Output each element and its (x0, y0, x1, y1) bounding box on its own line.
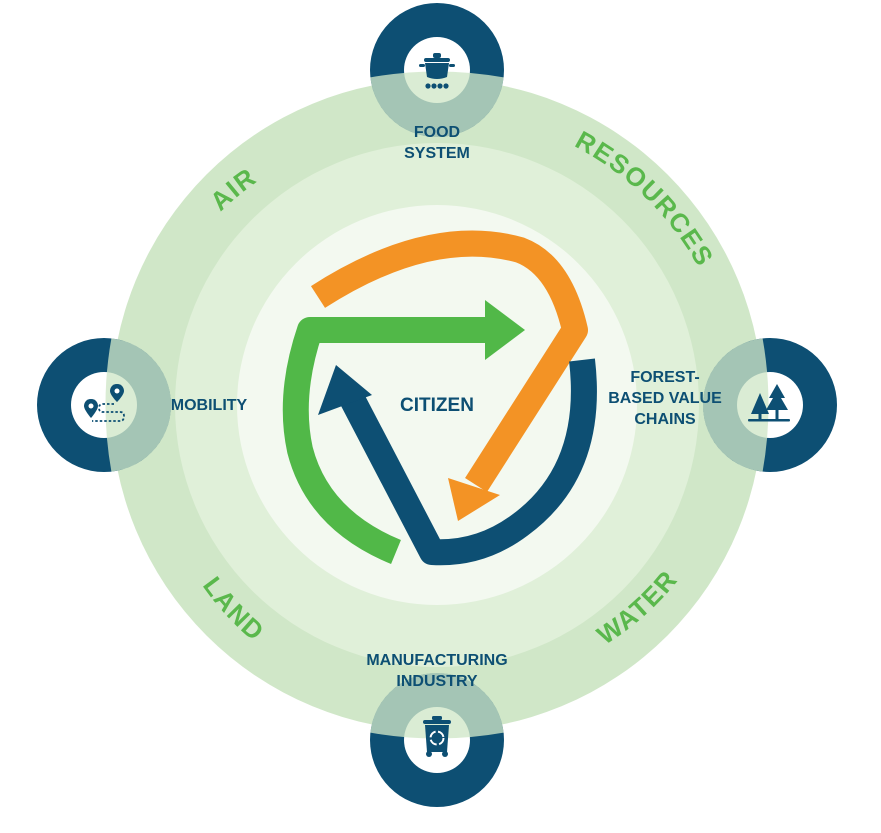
forest-label-line3: CHAINS (634, 411, 696, 428)
food-system-label: FOOD (414, 124, 460, 141)
orange-arrowhead (448, 478, 500, 521)
manufacturing-label-line2: INDUSTRY (396, 673, 478, 690)
green-arrowhead (485, 300, 525, 360)
mobility-label: MOBILITY (171, 397, 248, 414)
navy-arrow (338, 358, 597, 566)
manufacturing-industry-node[interactable] (370, 672, 504, 807)
manufacturing-label-line1: MANUFACTURING (366, 652, 507, 669)
orange-arrow (310, 230, 588, 492)
route-map-pin-icon (84, 384, 125, 422)
green-arrow (282, 317, 485, 565)
forest-label-line2: BASED VALUE (608, 390, 722, 407)
cooking-pot-icon (419, 53, 455, 89)
mobility-node[interactable] (37, 338, 172, 472)
recycling-bin-icon (423, 716, 451, 757)
circular-arrows (282, 230, 597, 566)
navy-arrowhead (318, 365, 372, 415)
forest-label-line1: FOREST- (630, 369, 699, 386)
food-system-label-line2: SYSTEM (404, 145, 470, 162)
forest-value-chains-node[interactable] (702, 338, 837, 472)
trees-icon (748, 384, 790, 422)
center-label: CITIZEN (400, 395, 474, 416)
food-system-node[interactable] (370, 3, 504, 138)
